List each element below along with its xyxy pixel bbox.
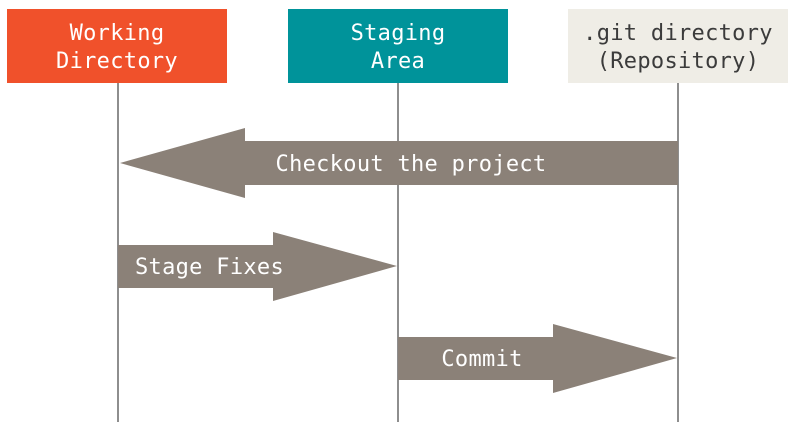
staging-area-box-bg bbox=[288, 9, 508, 83]
checkout-arrow: Checkout the project bbox=[120, 128, 678, 198]
commit-arrow-label: Commit bbox=[441, 347, 522, 372]
checkout-arrow-shape bbox=[120, 128, 678, 198]
repository-label-line2: (Repository) bbox=[597, 49, 760, 74]
commit-arrow-shape bbox=[398, 324, 677, 393]
stage-fixes-arrow-shape bbox=[118, 232, 397, 301]
working-directory-box: Working Directory bbox=[7, 9, 227, 83]
stage-fixes-arrow: Stage Fixes bbox=[118, 232, 397, 301]
working-directory-label-line2: Directory bbox=[56, 49, 178, 74]
repository-box: .git directory (Repository) bbox=[568, 9, 788, 83]
repository-box-bg bbox=[568, 9, 788, 83]
working-directory-label-line1: Working bbox=[70, 21, 165, 46]
staging-area-label-line2: Area bbox=[371, 49, 425, 74]
stage-fixes-arrow-label: Stage Fixes bbox=[135, 255, 284, 280]
working-directory-box-bg bbox=[7, 9, 227, 83]
commit-arrow: Commit bbox=[398, 324, 677, 393]
staging-area-box: Staging Area bbox=[288, 9, 508, 83]
repository-label-line1: .git directory bbox=[583, 21, 773, 46]
staging-area-label-line1: Staging bbox=[351, 21, 446, 46]
checkout-arrow-label: Checkout the project bbox=[276, 152, 547, 177]
